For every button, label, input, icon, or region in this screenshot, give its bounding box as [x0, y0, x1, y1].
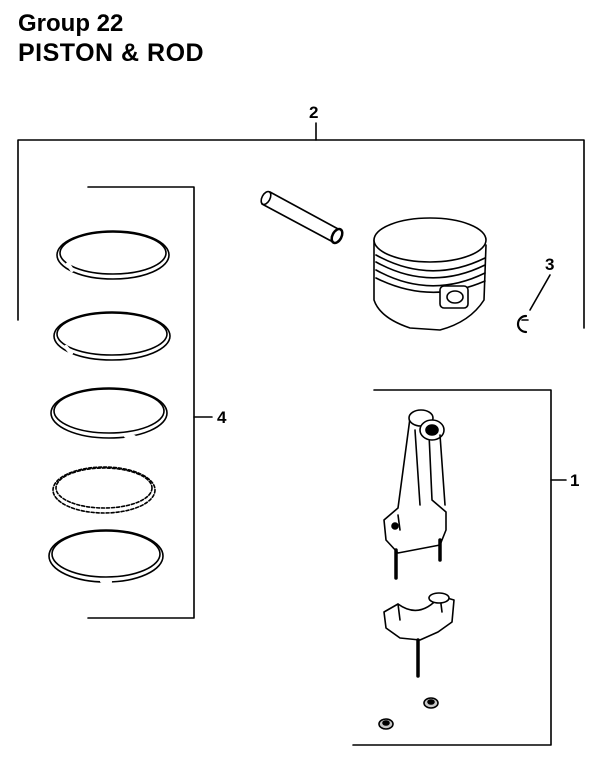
callout-connecting-rod: 1	[570, 471, 580, 490]
bracket-piston-assembly	[17, 122, 585, 329]
bracket-piston-rings	[87, 186, 213, 619]
group-title: Group 22	[18, 10, 124, 37]
piston-ring-2-icon	[53, 311, 171, 361]
retainer-clip-icon	[516, 314, 529, 334]
section-title: PISTON & ROD	[18, 39, 205, 67]
leader-retainer-clip	[529, 274, 551, 311]
connecting-rod-icon	[383, 409, 447, 580]
piston-ring-5-icon	[48, 529, 164, 584]
rod-nut-1-icon	[423, 697, 439, 709]
piston-ring-1-icon	[56, 230, 170, 280]
piston-pin-icon	[260, 190, 344, 245]
callout-piston-rings: 4	[217, 408, 227, 427]
bracket-connecting-rod	[352, 389, 567, 746]
piston-icon	[373, 217, 487, 331]
rod-cap-icon	[383, 592, 455, 678]
callout-piston-assembly: 2	[309, 103, 319, 122]
rod-nut-2-icon	[378, 718, 394, 730]
piston-ring-4-icon	[52, 466, 156, 514]
callout-retainer-clip: 3	[545, 255, 555, 274]
piston-ring-3-icon	[50, 387, 168, 439]
